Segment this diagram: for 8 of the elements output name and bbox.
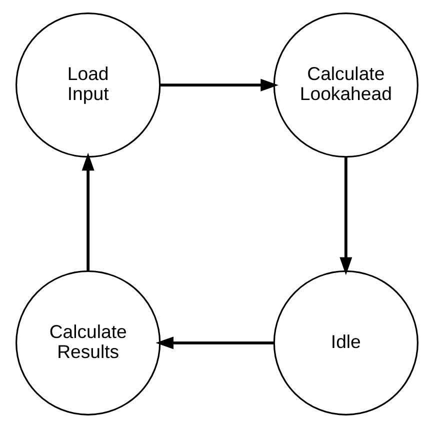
- arrow: [155, 336, 274, 350]
- node-circle: Calculate Results: [15, 270, 160, 416]
- arrow: [160, 78, 278, 92]
- arrow: [81, 152, 94, 271]
- arrow: [339, 157, 352, 276]
- node-circle: Load Input: [15, 12, 160, 158]
- node-circle: Calculate Lookahead: [272, 12, 418, 158]
- node-circle: Idle: [272, 270, 418, 416]
